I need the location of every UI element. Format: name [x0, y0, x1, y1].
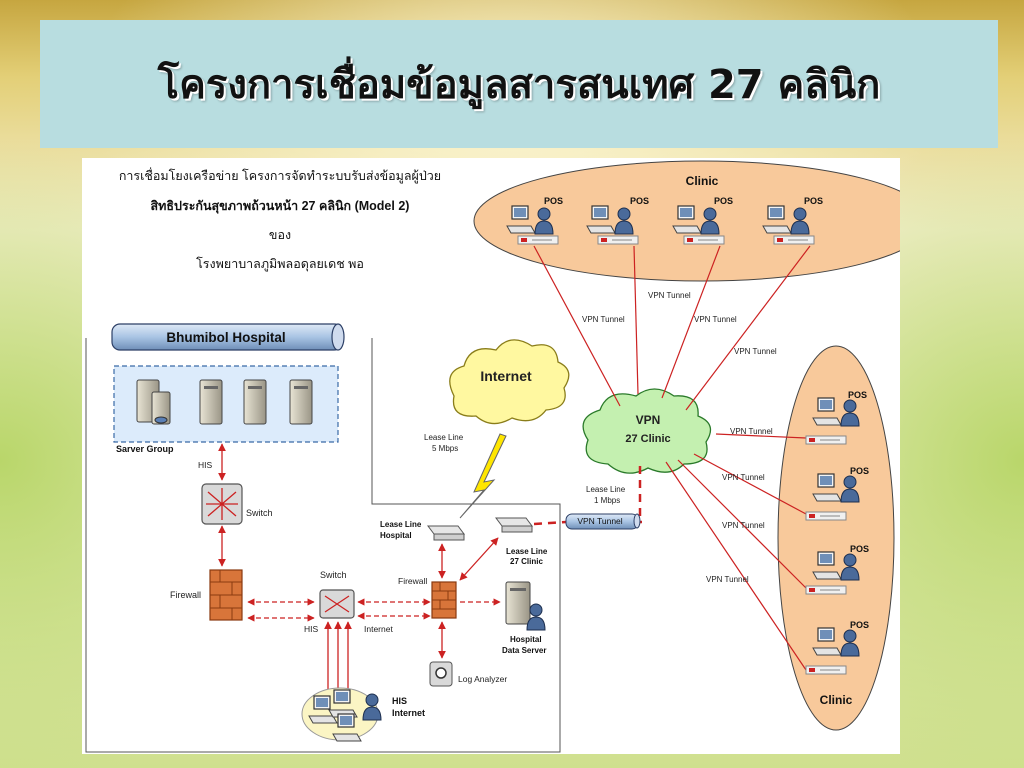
network-diagram: การเชื่อมโยงเครือข่าย โครงการจัดทำระบบรั…: [82, 158, 931, 754]
lease-line-hospital-2: Hospital: [380, 531, 412, 540]
heading-line-4: โรงพยาบาลภูมิพลอดุลยเดช พอ: [196, 256, 364, 272]
internet-label-mid: Internet: [364, 624, 393, 634]
firewall-icon: [209, 569, 243, 621]
server-icon: [199, 379, 223, 425]
clinic-right-label: Clinic: [820, 693, 853, 707]
pos-terminal: POS: [586, 196, 649, 245]
internet-cloud-label: Internet: [480, 368, 532, 384]
router-icon: [495, 517, 533, 533]
his-label-top: HIS: [198, 460, 213, 470]
vpn-cloud-label-1: VPN: [636, 413, 661, 427]
pos-label: POS: [714, 196, 733, 206]
hospital-boundary: [85, 338, 561, 753]
vpn-tunnel-label: VPN Tunnel: [730, 427, 773, 436]
lease-line-1mbps-1: Lease Line: [586, 485, 626, 494]
log-analyzer-icon: [429, 661, 453, 687]
lease-line-clinic-2: 27 Clinic: [510, 557, 543, 566]
clinic-top-group: Clinic: [473, 160, 931, 282]
his-internet-label-1: HIS: [392, 696, 407, 706]
server-icon: [136, 379, 171, 425]
data-server-icon: [505, 581, 546, 631]
pos-terminal: POS: [805, 390, 867, 445]
internet-cloud: Internet: [449, 339, 570, 425]
lease-line-1mbps-2: 1 Mbps: [594, 496, 620, 505]
pos-label: POS: [804, 196, 823, 206]
vpn-tunnel-pipe-label: VPN Tunnel: [577, 516, 622, 526]
hospital-banner: Bhumibol Hospital: [111, 323, 345, 351]
his-internet-label-2: Internet: [392, 708, 425, 718]
firewall-icon: [431, 581, 457, 619]
switch-label-2: Switch: [320, 570, 347, 580]
clinic-top-label: Clinic: [686, 174, 719, 188]
vpn-tunnel-label: VPN Tunnel: [694, 315, 737, 324]
pos-terminal: POS: [805, 466, 869, 521]
pos-label: POS: [630, 196, 649, 206]
lightning-icon: [459, 433, 507, 519]
data-server-label-1: Hospital: [510, 635, 542, 644]
vpn-tunnel-label: VPN Tunnel: [706, 575, 749, 584]
pos-label: POS: [850, 466, 869, 476]
lease-line-5mbps-1: Lease Line: [424, 433, 464, 442]
server-group-label: Sarver Group: [116, 444, 174, 454]
heading-line-2: สิทธิประกันสุขภาพถ้วนหน้า 27 คลินิก (Mod…: [150, 199, 409, 214]
vpn-cloud-label-2: 27 Clinic: [625, 433, 670, 445]
pos-terminal: POS: [762, 196, 823, 245]
lease-line-clinic-1: Lease Line: [506, 547, 548, 556]
firewall-label-left: Firewall: [170, 590, 201, 600]
heading-block: การเชื่อมโยงเครือข่าย โครงการจัดทำระบบรั…: [119, 167, 441, 272]
pos-terminal: POS: [672, 196, 733, 245]
firewall-label-right: Firewall: [398, 576, 427, 586]
vpn-tunnel-label: VPN Tunnel: [722, 521, 765, 530]
server-icon: [289, 379, 313, 425]
vpn-cloud: VPN 27 Clinic: [582, 388, 712, 474]
pos-terminal: POS: [805, 620, 869, 675]
his-clients-group: HIS Internet: [301, 687, 425, 742]
pos-label: POS: [850, 544, 869, 554]
vpn-tunnel-label: VPN Tunnel: [648, 291, 691, 300]
server-icon: [243, 379, 267, 425]
server-group: Sarver Group: [113, 365, 339, 454]
hospital-banner-label: Bhumibol Hospital: [166, 330, 285, 345]
vpn-tunnel-label: VPN Tunnel: [582, 315, 625, 324]
pos-label: POS: [544, 196, 563, 206]
data-server-label-2: Data Server: [502, 646, 546, 655]
switch-icon: [319, 589, 355, 619]
switch-icon: [201, 483, 243, 525]
vpn-tunnel-label: VPN Tunnel: [722, 473, 765, 482]
heading-line-1: การเชื่อมโยงเครือข่าย โครงการจัดทำระบบรั…: [119, 167, 441, 184]
lease-line-5mbps-2: 5 Mbps: [432, 444, 458, 453]
lease-line-hospital-1: Lease Line: [380, 520, 422, 529]
vpn-tunnel-pipe: VPN Tunnel: [565, 513, 641, 530]
vpn-tunnel-label: VPN Tunnel: [734, 347, 777, 356]
page-title: โครงการเชื่อมข้อมูลสารสนเทศ 27 คลินิก: [157, 62, 881, 108]
switch-label: Switch: [246, 508, 273, 518]
pos-label: POS: [848, 390, 867, 400]
heading-line-3: ของ: [269, 228, 291, 242]
his-label-mid: HIS: [304, 624, 319, 634]
log-analyzer-label: Log Analyzer: [458, 674, 507, 684]
router-icon: [427, 525, 465, 541]
pos-terminal: POS: [506, 196, 563, 245]
pos-terminal: POS: [805, 544, 869, 595]
title-bar: โครงการเชื่อมข้อมูลสารสนเทศ 27 คลินิก: [40, 20, 998, 148]
pos-label: POS: [850, 620, 869, 630]
